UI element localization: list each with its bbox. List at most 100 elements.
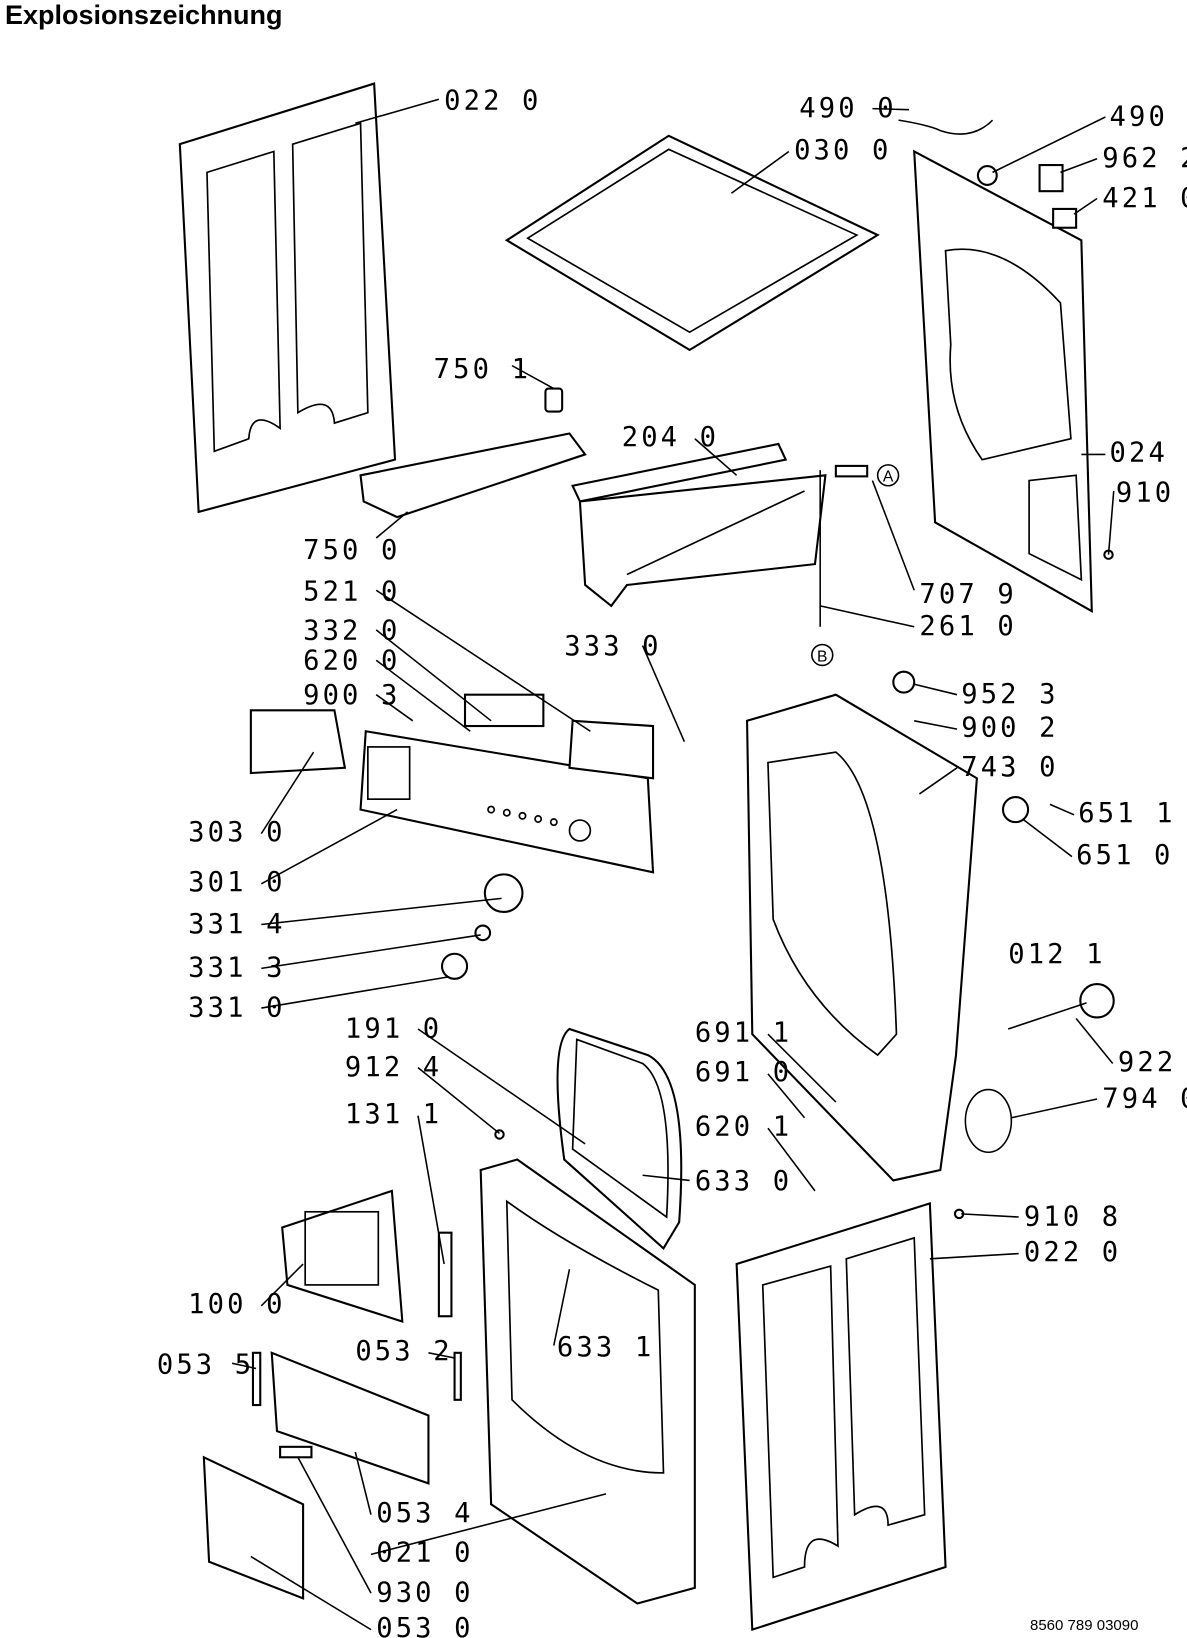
part-label: 333 0 [564,631,661,662]
part-label: 490 0 [799,93,896,124]
part-label: 301 0 [188,867,285,898]
seal-ring-794-0 [964,1088,1013,1154]
condenser-housing [571,442,827,608]
top-cover [504,134,880,352]
leader-line [914,683,958,696]
leader-line [417,1028,586,1145]
leader-line [914,720,958,730]
part-053-2 [453,1351,462,1401]
leader-lines [231,98,1115,1631]
part-label: 191 0 [345,1013,442,1044]
part-label: 912 4 [345,1052,442,1083]
part-label: 620 1 [695,1112,792,1143]
leader-line [375,659,471,732]
part-label: 651 0 [1076,840,1173,871]
part-label: 053 4 [376,1498,473,1529]
leader-line [375,629,492,722]
leader-line [641,645,686,743]
reference-marker-b: B [811,643,834,667]
marker-a-text: A [883,469,894,486]
part-label: 332 0 [303,615,400,646]
part-label: 691 1 [695,1018,792,1049]
part-label: 053 5 [157,1350,254,1381]
leader-line [375,511,409,539]
leader-line [355,98,440,125]
part-label: 053 0 [376,1613,473,1638]
leader-line [1075,1018,1114,1064]
part-label: 900 2 [961,712,1058,743]
front-panel [479,1158,696,1605]
leader-line [929,1252,1019,1260]
knob [440,952,469,980]
part-label: 651 1 [1078,798,1175,829]
part-label: 303 0 [188,817,285,848]
leader-line [694,438,738,476]
part-label: 952 3 [961,679,1058,710]
leader-line [428,1352,455,1359]
part-label: 131 1 [345,1099,442,1130]
leader-line [261,897,502,926]
part-750-1 [544,387,564,413]
diagram-title: Explosionszeichnung [5,0,283,30]
leader-line [820,605,915,628]
cord-clamp [976,165,998,186]
leader-line [260,751,315,835]
leader-line [1011,1098,1098,1119]
part-952-3 [892,670,916,694]
reference-marker-a: A [876,464,900,487]
side-panel-left [178,82,397,514]
door-frame [281,1189,404,1323]
leader-line [250,1555,372,1631]
leader-line [261,934,481,970]
part-053-5 [251,1351,262,1407]
part-label: 100 0 [188,1289,285,1320]
water-container [359,432,587,519]
part-label: 910 1 [1116,477,1187,508]
part-label: 743 0 [961,752,1058,783]
leader-line [961,1213,1019,1218]
door [556,1027,683,1250]
part-label: 750 1 [434,354,531,385]
part-label: 204 0 [622,422,719,453]
leader-line [511,364,555,390]
leader-line [1060,158,1098,174]
leader-line [260,808,398,885]
part-label: 053 2 [355,1336,452,1367]
leader-line [871,480,915,591]
part-930-0 [279,1445,313,1459]
part-012-1-fan [1079,983,1115,1019]
leader-line [553,1269,571,1346]
part-label: 691 0 [695,1057,792,1088]
part-label: 930 0 [376,1577,473,1608]
part-label: 707 9 [919,579,1016,610]
part-label: 633 0 [695,1166,792,1197]
part-label: 012 1 [1008,939,1105,970]
leader-line [297,1456,372,1594]
electronics-module [568,719,655,780]
part-707-9 [834,464,869,478]
leader-line [260,1263,304,1307]
key-board [463,693,545,728]
part-label: 633 1 [557,1332,654,1363]
leader-line [918,767,958,795]
part-label: 910 8 [1024,1201,1121,1232]
leader-line [767,1127,816,1192]
leader-line [370,1493,607,1556]
filter-grille [202,1455,305,1600]
part-label: 022 0 [444,86,541,117]
leader-line [1073,197,1098,215]
part-label: 922 1 [1118,1047,1187,1078]
part-label: 021 0 [376,1538,473,1569]
leader-line [992,116,1106,174]
leader-line [767,1073,806,1119]
leader-line [261,975,450,1009]
knob-spring [474,924,492,942]
part-label: 900 3 [303,680,400,711]
control-panel [359,730,655,874]
part-label: 331 0 [188,992,285,1023]
leader-line [642,1174,690,1182]
leader-line [231,1362,257,1370]
part-421-0 [1052,207,1078,229]
